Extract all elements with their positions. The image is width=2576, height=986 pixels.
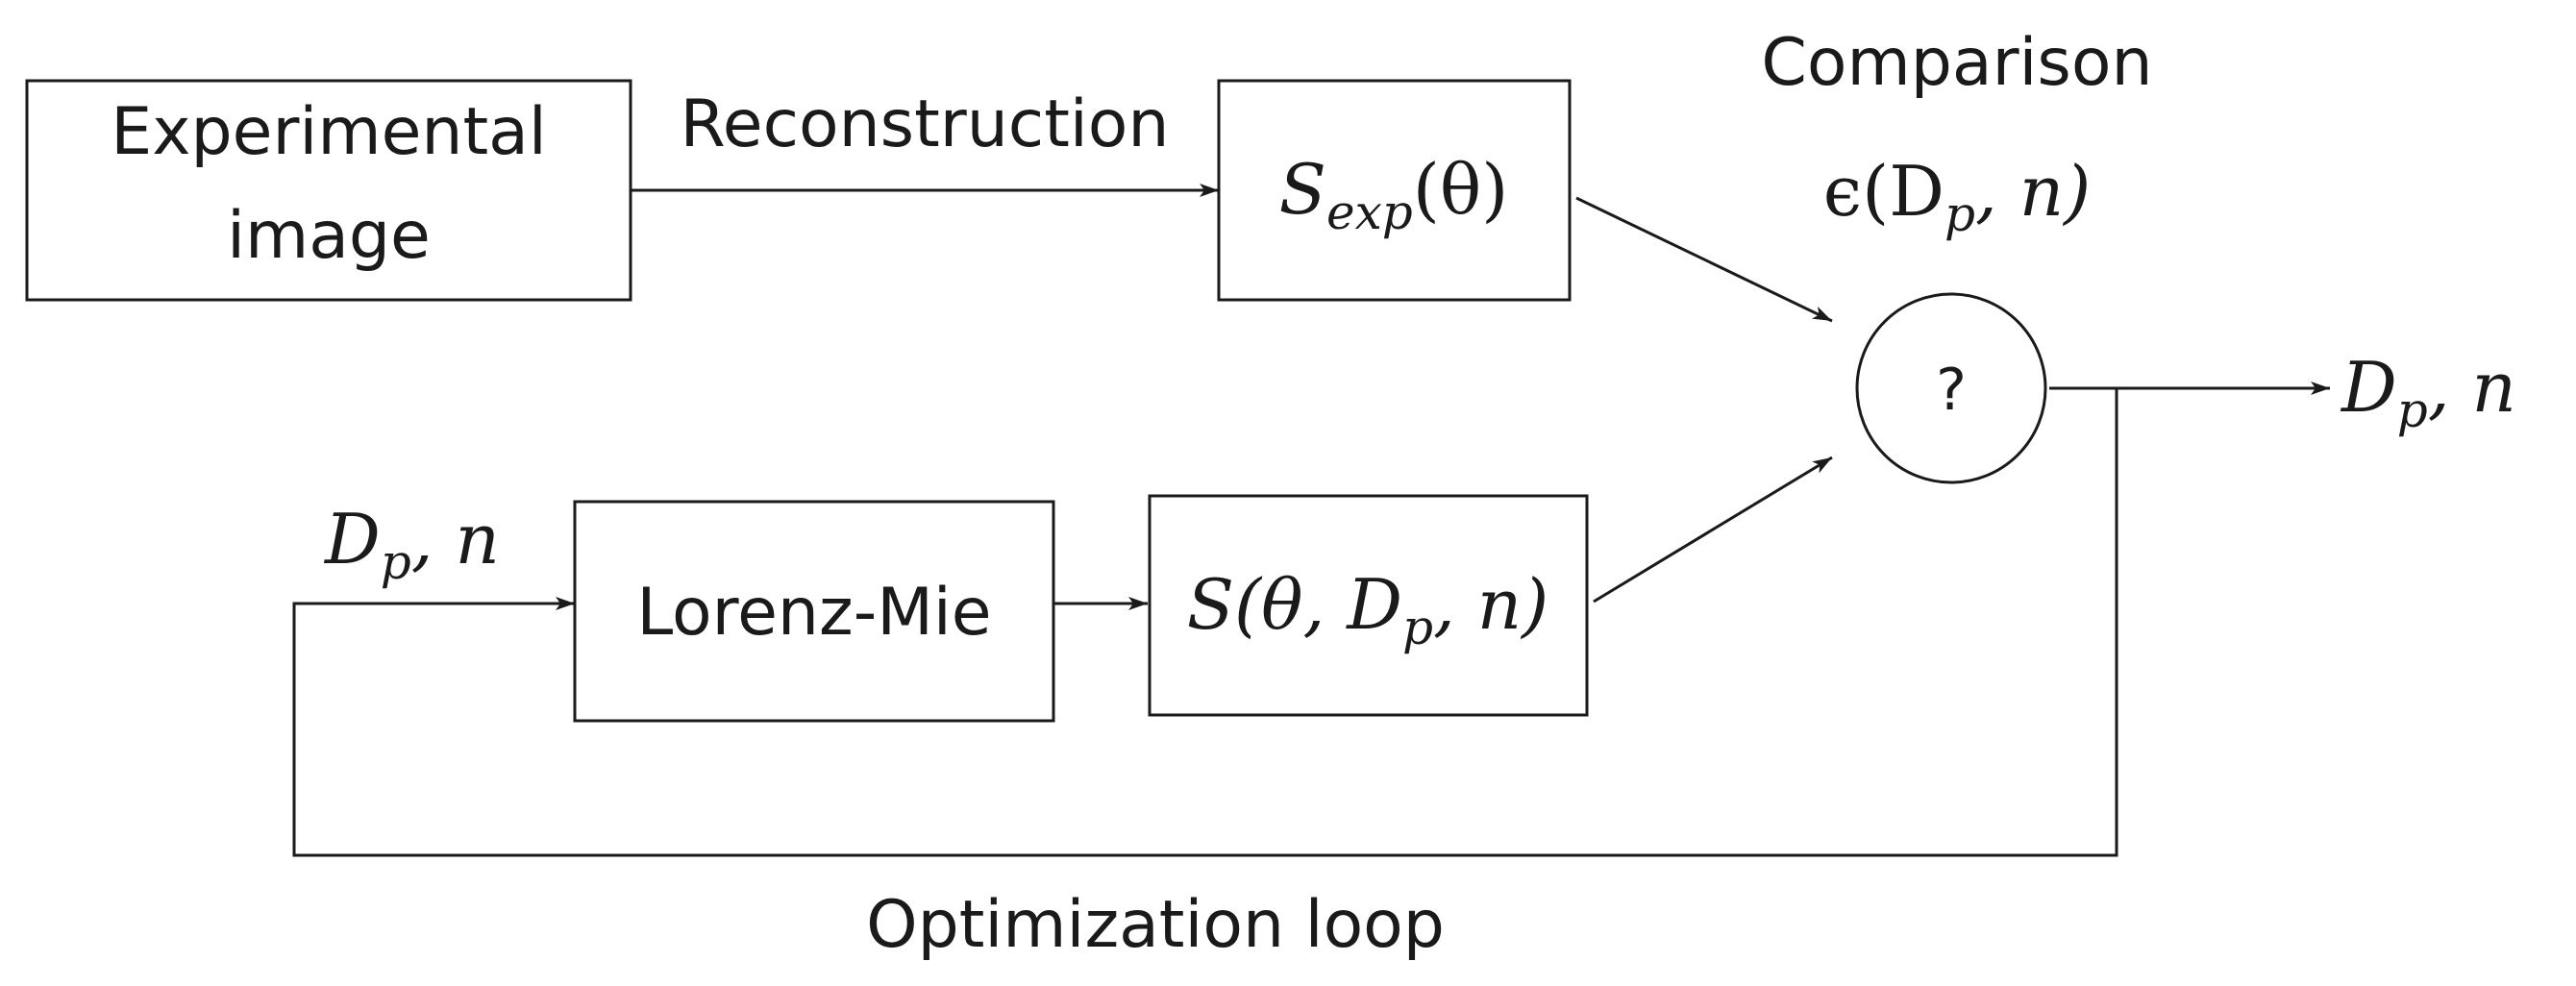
comparison-label: Comparison	[1761, 25, 2152, 101]
s-model-to-comparator-arrow	[1593, 456, 1833, 604]
optimization-loop-path	[292, 388, 2118, 857]
lorenz-mie-box: Lorenz-Mie	[573, 500, 1055, 723]
experimental-image-label-line2: image	[227, 198, 431, 274]
s-exp-to-comparator-arrow	[1575, 196, 1833, 323]
comparator-question-mark: ?	[1936, 357, 1967, 424]
comparator-node: ?	[1855, 292, 2047, 484]
s-model-label: S(θ, Dp, n)	[1187, 564, 1549, 655]
experimental-image-label-line1: Experimental	[111, 94, 546, 170]
s-model-box: S(θ, Dp, n)	[1148, 494, 1589, 717]
lorenz-mie-label: Lorenz-Mie	[636, 575, 991, 651]
reconstruction-label: Reconstruction	[681, 86, 1170, 162]
experimental-image-box: Experimental image	[25, 79, 632, 302]
optimization-loop-label: Optimization loop	[866, 887, 1445, 963]
error-label: ϵ(Dp, n)	[1823, 151, 2091, 242]
s-exp-label: Sexp(θ)	[1279, 149, 1509, 240]
input-params-label: Dp, n	[323, 499, 500, 590]
s-exp-box: Sexp(θ)	[1217, 79, 1572, 302]
output-params-label: Dp, n	[2340, 347, 2516, 438]
